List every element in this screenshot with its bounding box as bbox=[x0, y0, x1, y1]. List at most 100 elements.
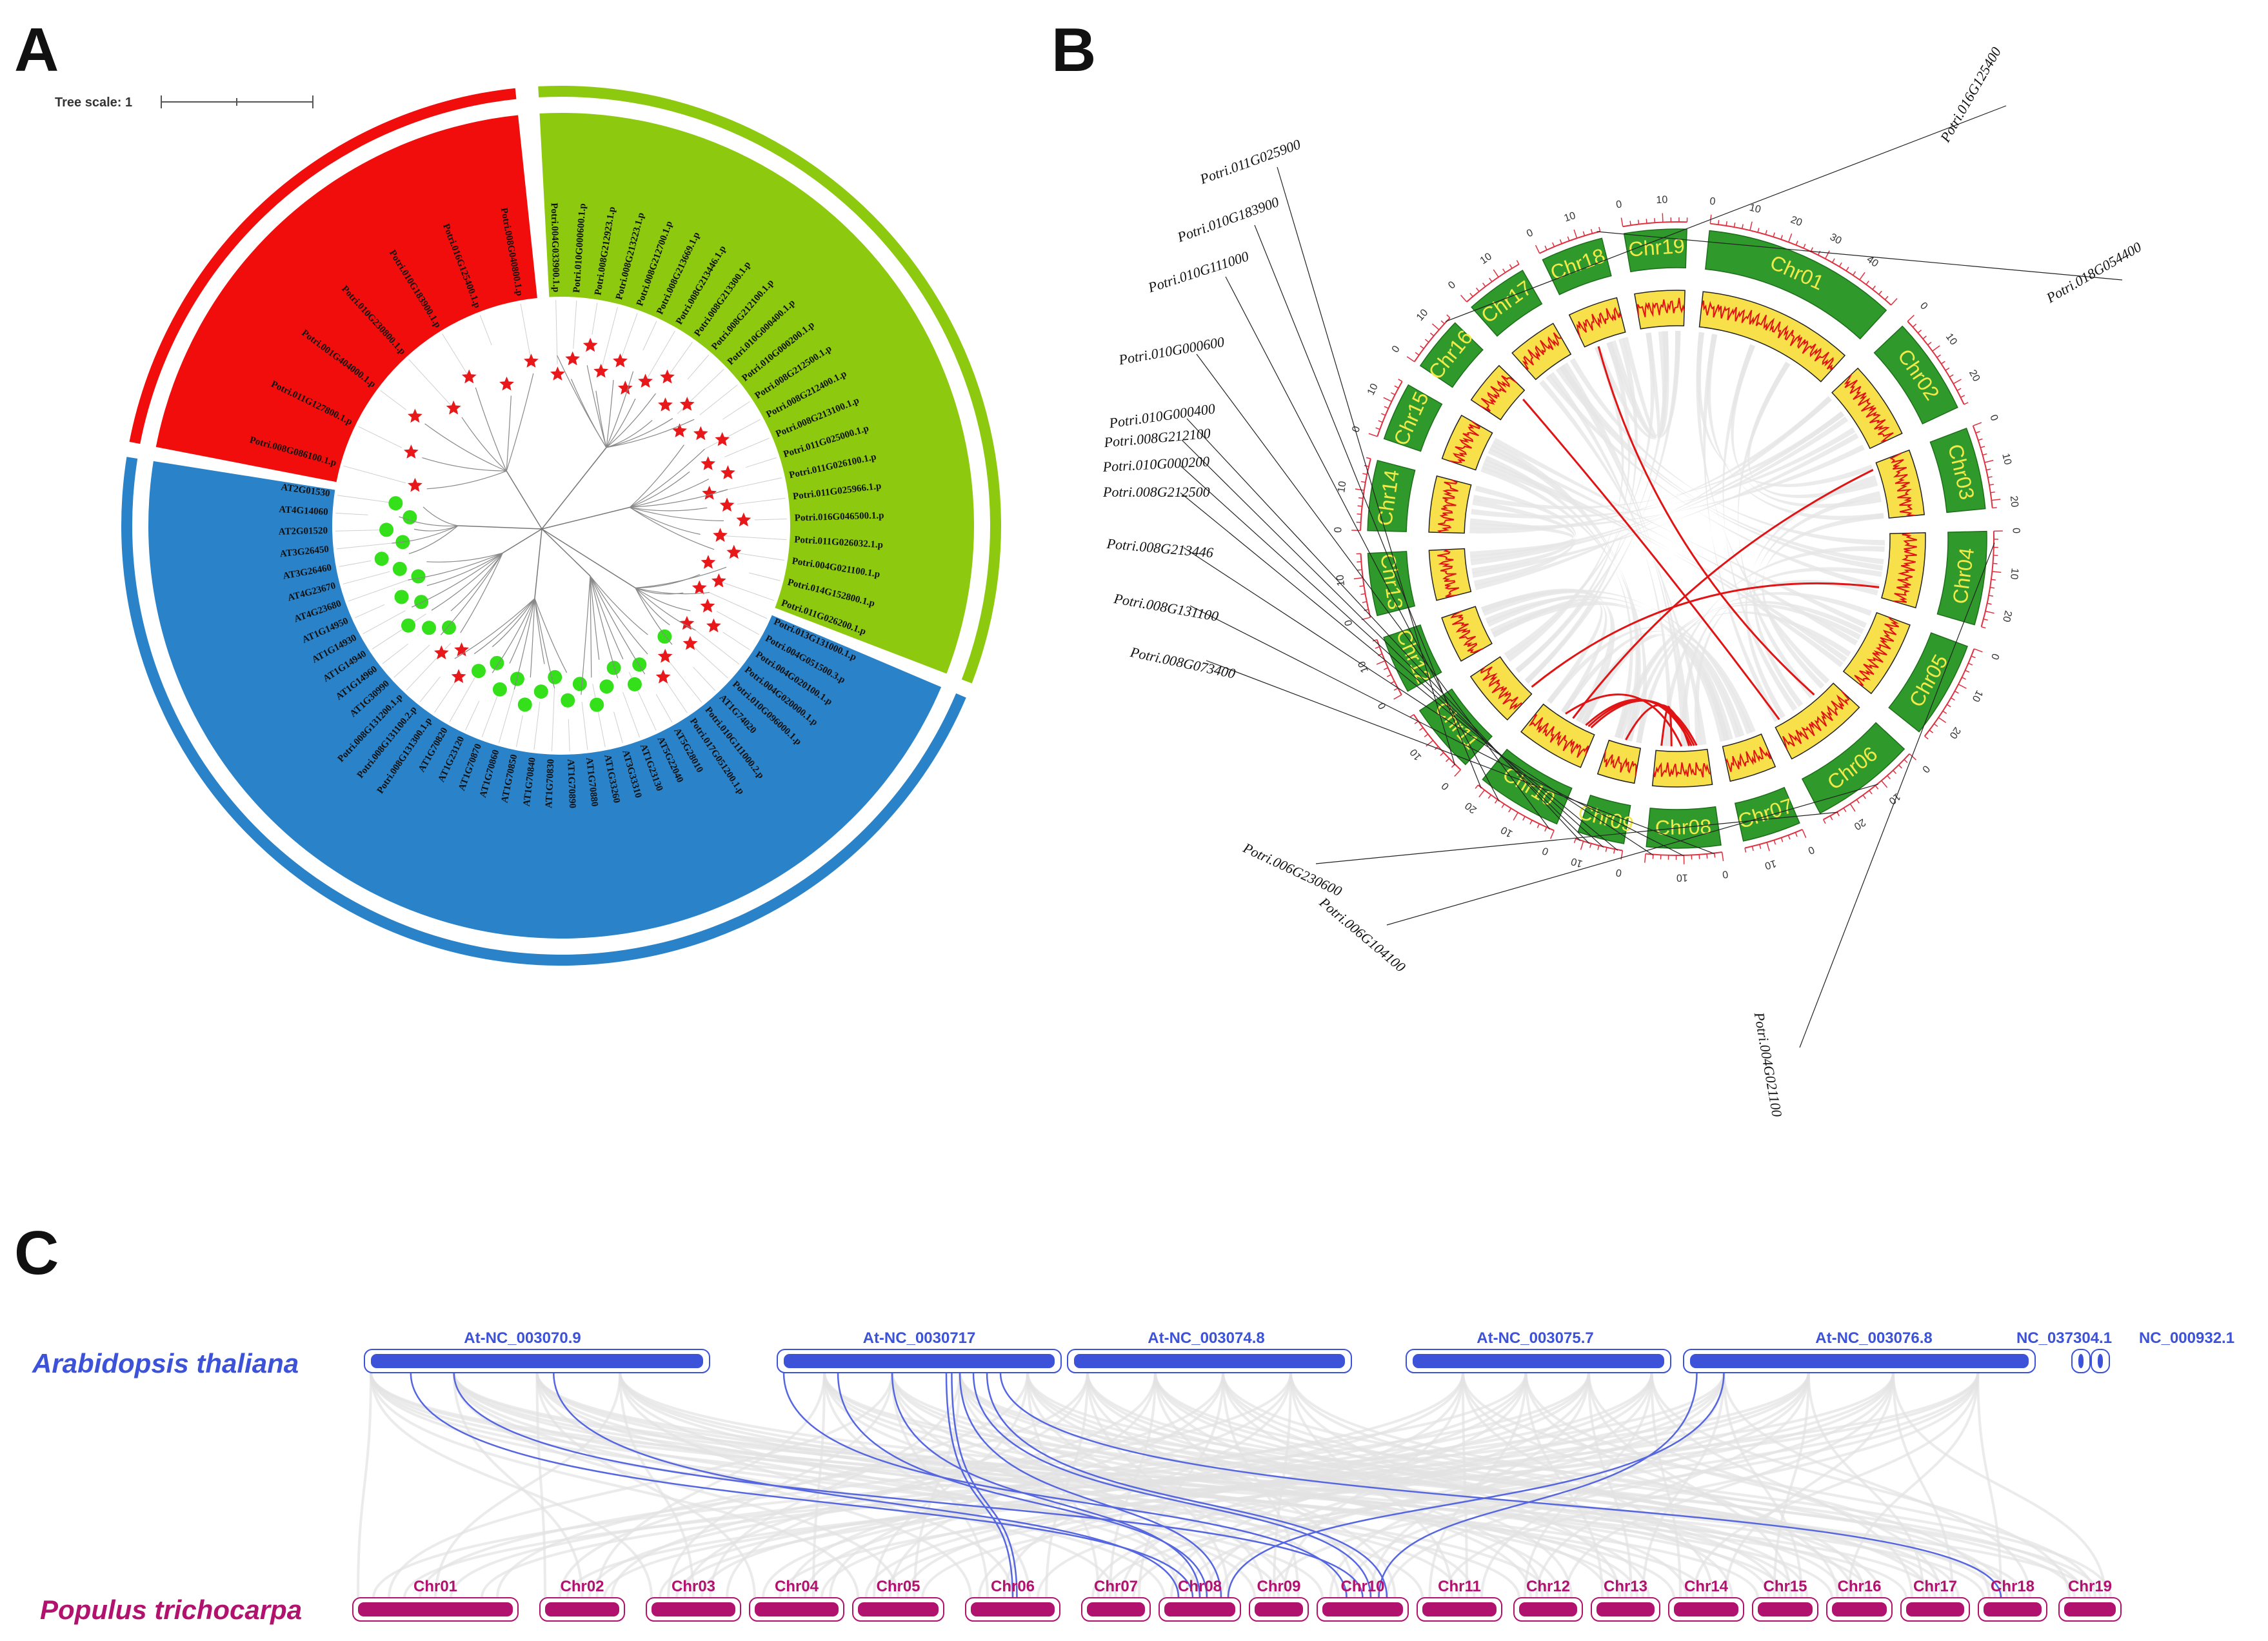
gene-density-line bbox=[1437, 548, 1460, 597]
ruler-tick bbox=[1409, 714, 1415, 718]
ruler-tick bbox=[1501, 803, 1505, 808]
ruler-label: 0 bbox=[1540, 844, 1550, 857]
populus-chromosome: Chr05 bbox=[852, 1578, 944, 1622]
ruler-tick bbox=[1368, 433, 1378, 437]
ruler-tick bbox=[1986, 468, 1991, 471]
ruler-tick bbox=[1744, 848, 1747, 853]
leaf-spoke bbox=[621, 313, 638, 359]
leaf-spoke bbox=[642, 330, 675, 387]
populus-chromosome: Chr10 bbox=[1317, 1578, 1409, 1622]
ruler-tick bbox=[1953, 379, 1962, 384]
populus-chromosome: Chr15 bbox=[1752, 1578, 1818, 1622]
ruler-tick bbox=[1922, 335, 1927, 339]
tree-branch bbox=[534, 598, 568, 673]
ruler-tick bbox=[1802, 829, 1807, 839]
ruler-label: 0 bbox=[1709, 196, 1716, 208]
ruler-tick bbox=[1865, 280, 1869, 285]
gene-pair-link bbox=[453, 1372, 1364, 1598]
populus-chromosome: Chr02 bbox=[539, 1578, 625, 1622]
synteny-ribbon bbox=[1471, 499, 1575, 574]
leaf-spoke bbox=[642, 321, 657, 351]
tree-branch bbox=[629, 444, 684, 508]
leaf-spoke bbox=[408, 359, 453, 408]
tree-branch bbox=[411, 552, 503, 608]
ruler-tick bbox=[1936, 354, 1941, 358]
ruler-tick bbox=[1795, 832, 1798, 837]
synteny-link bbox=[1091, 1372, 1653, 1598]
gene-pair-link bbox=[951, 1372, 1018, 1598]
chromosome-bar bbox=[1422, 1602, 1497, 1616]
populus-leaf-marker bbox=[715, 432, 730, 446]
tree-branch bbox=[492, 598, 535, 673]
ruler-tick bbox=[1751, 846, 1754, 851]
arabidopsis-leaf-marker bbox=[492, 682, 507, 697]
leaf-spoke bbox=[613, 711, 623, 743]
arabidopsis-leaf-marker bbox=[394, 590, 409, 604]
ruler-tick bbox=[1990, 492, 1995, 493]
ruler-tick bbox=[1878, 290, 1882, 295]
chromosome-box bbox=[1936, 530, 1987, 626]
tree-branch bbox=[635, 588, 670, 626]
gene-pair-link bbox=[945, 1372, 1014, 1598]
ruler-tick bbox=[1552, 242, 1555, 247]
leaf-spoke bbox=[722, 535, 787, 541]
tree-branch bbox=[635, 587, 710, 595]
leaf-label: AT1G70830 bbox=[544, 759, 556, 808]
tree-branch bbox=[530, 598, 535, 678]
leaf-spoke bbox=[573, 300, 577, 349]
gene-pair-link bbox=[553, 1372, 1180, 1598]
populus-leaf-marker bbox=[550, 366, 565, 381]
chromosome-box bbox=[1542, 237, 1612, 295]
ruler-tick bbox=[1559, 239, 1562, 244]
leaf-spoke bbox=[748, 572, 781, 581]
synteny-link bbox=[370, 1372, 1520, 1598]
ruler-tick bbox=[1795, 241, 1798, 246]
ruler-tick bbox=[1424, 339, 1429, 343]
gene-density-line bbox=[1782, 690, 1850, 750]
ruler-tick bbox=[1415, 352, 1420, 356]
ruler-tick bbox=[1980, 446, 1985, 448]
chromosome-label: Chr13 bbox=[1604, 1578, 1647, 1595]
chromosome-bar bbox=[1906, 1602, 1964, 1616]
clade-band-red bbox=[155, 115, 537, 482]
ruler-label: 20 bbox=[1947, 725, 1962, 741]
arabidopsis-leaf-marker bbox=[441, 620, 456, 635]
synteny-ribbon bbox=[1747, 361, 1878, 499]
tree-branch bbox=[473, 598, 535, 655]
ruler-tick bbox=[1550, 830, 1555, 839]
tree-branch bbox=[408, 525, 459, 555]
synteny-ribbon bbox=[1493, 437, 1867, 628]
ruler-label: 20 bbox=[1852, 817, 1867, 832]
ruler-tick bbox=[1907, 315, 1915, 322]
tree-branch bbox=[506, 470, 542, 530]
ruler-tick bbox=[1875, 785, 1879, 790]
chromosome-label: Chr02 bbox=[560, 1578, 604, 1595]
gene-density-line bbox=[1480, 666, 1522, 710]
ruler-label: 0 bbox=[1390, 344, 1402, 355]
synteny-link bbox=[1773, 1372, 1810, 1598]
chromosome-box bbox=[1419, 322, 1484, 388]
ruler-tick bbox=[1853, 271, 1856, 276]
panel-label-c: C bbox=[14, 1218, 59, 1288]
leaf-spoke bbox=[363, 610, 406, 634]
chromosome-label: At-NC_003074.8 bbox=[1148, 1329, 1264, 1347]
synteny-link bbox=[1289, 1372, 2008, 1598]
tree-branch bbox=[635, 587, 684, 595]
tree-branch bbox=[635, 587, 696, 631]
panel-c-synteny-plot: Arabidopsis thaliana Populus trichocarpa… bbox=[32, 1329, 2234, 1625]
ruler-tick bbox=[1810, 247, 1813, 252]
leaf-spoke bbox=[419, 676, 441, 702]
ruler-tick bbox=[1537, 823, 1540, 828]
populus-chromosome: Chr04 bbox=[749, 1578, 844, 1622]
chromosome-ruler bbox=[1575, 838, 1623, 851]
populus-leaf-marker bbox=[700, 598, 715, 613]
ruler-tick bbox=[1954, 690, 1959, 694]
gene-label-leader bbox=[1196, 353, 1550, 830]
tree-branch bbox=[509, 598, 535, 664]
ruler-label: 0 bbox=[1806, 844, 1816, 856]
ruler-tick bbox=[1849, 803, 1856, 812]
ruler-tick bbox=[1567, 236, 1570, 241]
chromosome-label: At-NC_003076.8 bbox=[1815, 1329, 1932, 1347]
